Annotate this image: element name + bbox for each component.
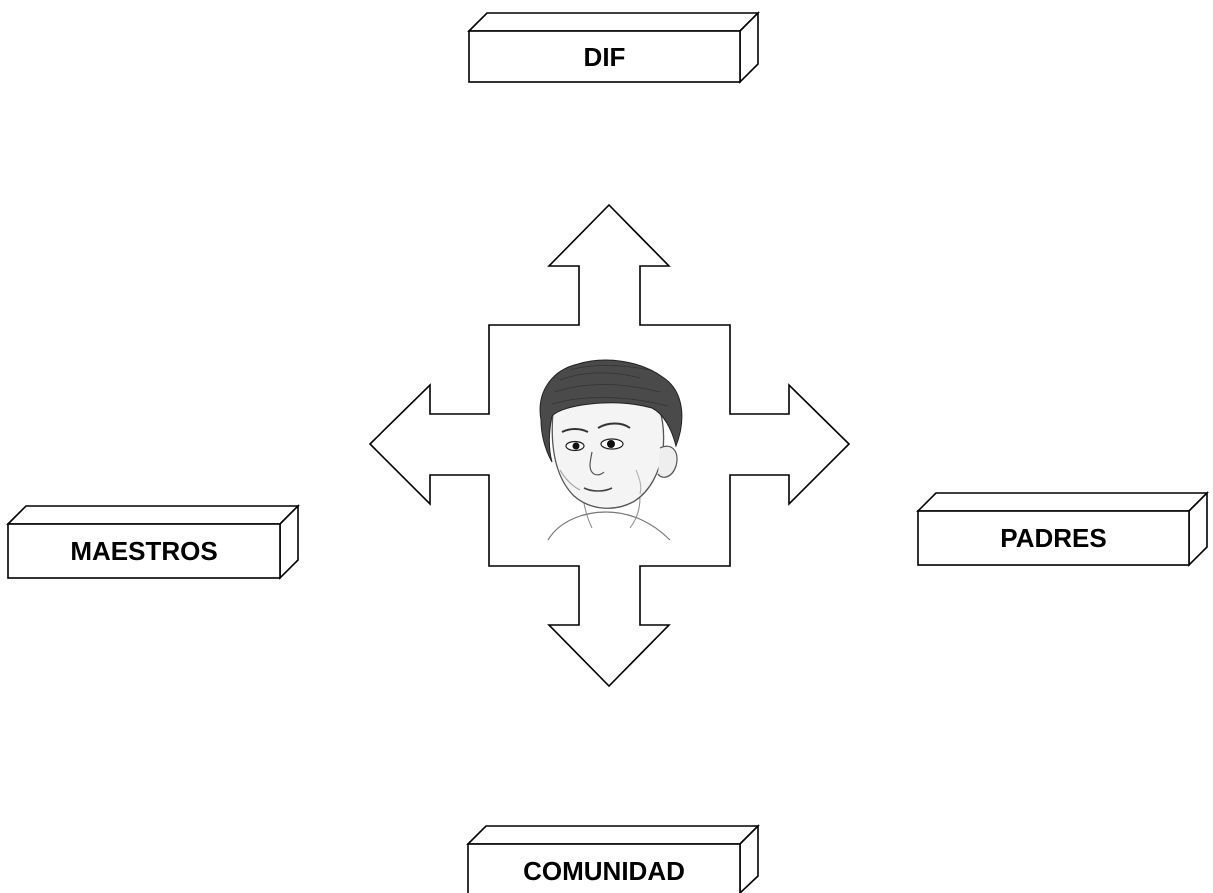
- node-dif-label: DIF: [584, 42, 626, 72]
- portrait-shirt: [547, 511, 671, 541]
- node-dif-top-face: [467, 12, 760, 32]
- node-comunidad: COMUNIDAD: [466, 824, 760, 893]
- node-padres-top-face: [916, 492, 1209, 512]
- node-maestros: MAESTROS: [6, 504, 300, 580]
- node-comunidad-top-face: [466, 825, 760, 845]
- child-portrait-image: [539, 359, 683, 541]
- node-comunidad-front-face: [467, 843, 741, 893]
- portrait-hair: [539, 359, 683, 463]
- node-maestros-label: MAESTROS: [70, 536, 217, 566]
- node-dif-front-face: [468, 30, 741, 83]
- node-maestros-top-face: [6, 505, 300, 525]
- node-comunidad-label: COMUNIDAD: [523, 856, 685, 886]
- portrait-ear: [657, 445, 678, 478]
- node-padres-label: PADRES: [1000, 523, 1106, 553]
- node-maestros-front-face: [7, 523, 281, 579]
- node-padres: PADRES: [916, 491, 1209, 567]
- node-padres-front-face: [917, 510, 1190, 566]
- node-dif: DIF: [467, 11, 760, 84]
